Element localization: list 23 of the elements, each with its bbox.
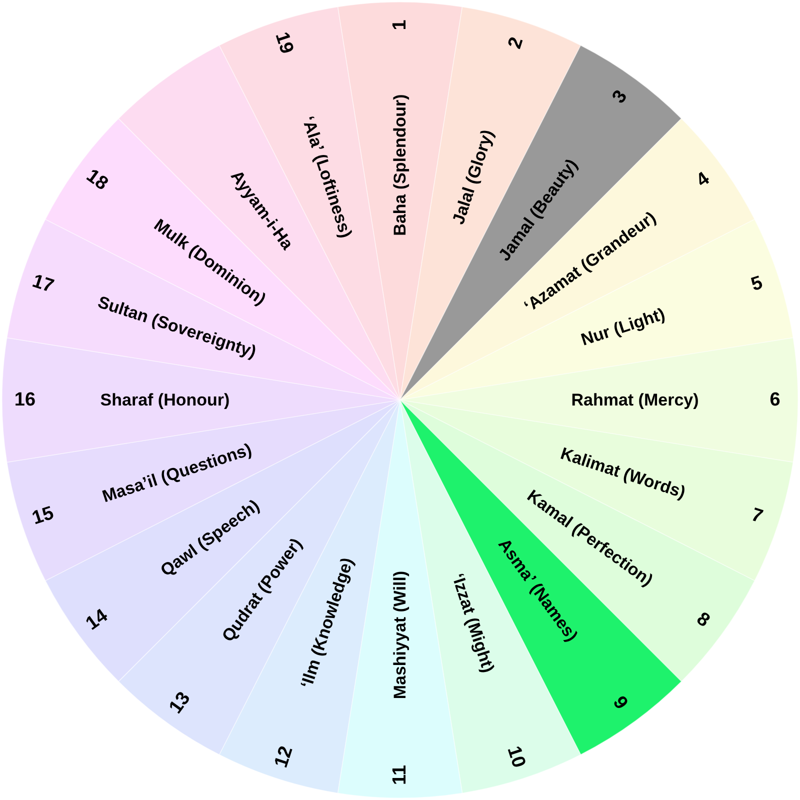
- month-number: 13: [166, 689, 194, 718]
- month-number: 8: [694, 610, 714, 632]
- month-number: 2: [505, 35, 527, 52]
- month-number: 6: [770, 390, 780, 410]
- month-number: 1: [390, 20, 410, 30]
- month-number: 3: [610, 86, 632, 106]
- month-number: 15: [30, 504, 56, 528]
- month-number: 9: [610, 694, 632, 714]
- month-number: 14: [82, 606, 111, 634]
- month-number: 16: [14, 390, 36, 410]
- month-number: 7: [748, 505, 765, 527]
- month-name: Rahmat (Mercy): [571, 392, 699, 408]
- month-number: 12: [272, 744, 296, 770]
- month-number: 10: [504, 744, 528, 770]
- month-number: 18: [82, 166, 111, 194]
- month-number: 5: [748, 273, 765, 295]
- month-name: Baha (Splendour): [392, 94, 408, 236]
- month-number: 11: [390, 764, 410, 786]
- month-name: Sharaf (Honour): [100, 392, 230, 408]
- month-number: 17: [30, 272, 56, 296]
- month-number: 19: [272, 30, 296, 56]
- month-number: 4: [694, 168, 714, 190]
- month-name: Mashiyyat (Will): [392, 570, 408, 700]
